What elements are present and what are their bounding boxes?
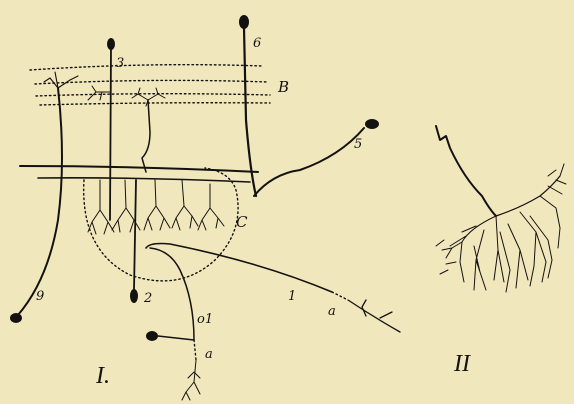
neuron-b-arbor — [132, 88, 165, 172]
tract-line-lower — [38, 178, 250, 182]
figure-ii-neuron — [436, 126, 566, 292]
label-5: 5 — [354, 138, 362, 151]
panel-label-i: I. — [96, 364, 110, 388]
label-6: 6 — [253, 37, 261, 50]
label-9: 9 — [36, 290, 44, 303]
label-a-upper: a — [328, 305, 336, 318]
axon-1 — [146, 244, 400, 333]
label-1: 1 — [288, 290, 296, 303]
neuron-9 — [10, 72, 78, 323]
label-region-c: C — [236, 215, 247, 230]
neuron-3 — [88, 38, 115, 220]
label-o1: o1 — [197, 313, 213, 326]
label-a-lower: a — [205, 348, 213, 361]
label-2: 2 — [144, 292, 152, 305]
panel-label-ii: II — [454, 352, 470, 376]
neuron-5 — [254, 119, 379, 196]
c-arbors — [88, 180, 224, 234]
label-region-b: B — [278, 80, 289, 95]
label-3: 3 — [116, 57, 124, 70]
neuron-2 — [130, 180, 138, 303]
tract-line-upper — [20, 166, 258, 172]
neuron-o1 — [146, 248, 200, 400]
